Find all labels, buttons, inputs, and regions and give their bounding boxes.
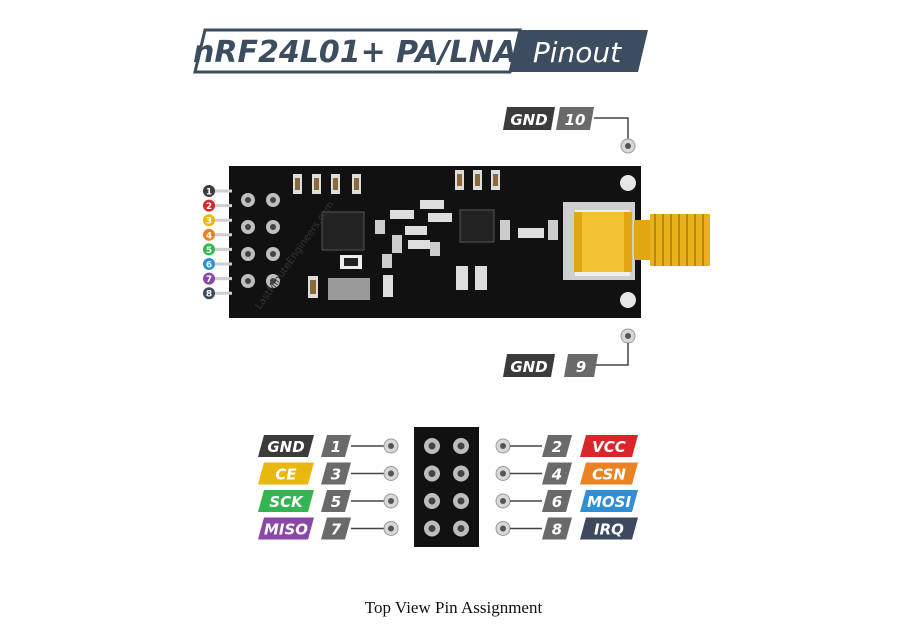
antenna-pin-9: GND 9 — [503, 328, 636, 377]
pin-name-label: GND — [267, 438, 304, 456]
mounting-hole-top — [620, 175, 636, 191]
pin-number-label: 3 — [331, 466, 341, 484]
antenna-pin-10-number: 10 — [565, 111, 586, 129]
edge-pin-1: 1 — [203, 185, 232, 198]
edge-pin-5: 5 — [203, 243, 232, 256]
edge-pin-number: 2 — [206, 202, 212, 212]
header-pin-8: 8 IRQ — [495, 517, 638, 540]
pin-number-label: 5 — [331, 493, 341, 511]
caption: Top View Pin Assignment — [364, 598, 543, 617]
pin-name-label: SCK — [269, 493, 304, 511]
pcb-pin-pads — [241, 193, 280, 288]
header-pin-3: CE 3 — [258, 462, 399, 485]
pin-number-label: 8 — [552, 521, 562, 539]
pin-name-label: CE — [275, 466, 297, 484]
edge-pin-8: 8 — [203, 287, 232, 300]
title-tag: Pinout — [533, 36, 622, 69]
pin-number-label: 6 — [552, 493, 562, 511]
edge-pin-number: 5 — [206, 246, 212, 256]
edge-pin-6: 6 — [203, 258, 232, 271]
mounting-hole-bottom — [620, 292, 636, 308]
edge-pin-number: 3 — [206, 217, 212, 227]
edge-pin-number: 8 — [206, 290, 212, 300]
pin-number-label: 7 — [331, 521, 342, 539]
antenna-pin-9-number: 9 — [576, 358, 586, 376]
header-pins-right: 2 VCC 4 CSN 6 MOSI 8 IRQ — [495, 435, 638, 540]
antenna-pin-10-name: GND — [510, 111, 547, 129]
header-pin-1: GND 1 — [258, 435, 399, 457]
header-pin-7: MISO 7 — [258, 517, 399, 540]
edge-pin-number: 6 — [206, 261, 212, 271]
pin-name-label: IRQ — [594, 521, 624, 539]
header-pin-5: SCK 5 — [258, 490, 399, 512]
pin-name-label: MOSI — [587, 493, 631, 511]
sma-antenna-connector — [563, 202, 710, 280]
header-pin-6: 6 MOSI — [495, 490, 638, 512]
pcb-components — [293, 170, 558, 300]
edge-pin-3: 3 — [203, 214, 232, 227]
edge-pin-4: 4 — [203, 228, 232, 241]
title-main: nRF24L01+ PA/LNA — [193, 35, 517, 70]
edge-pin-2: 2 — [203, 199, 232, 212]
edge-pin-number: 7 — [206, 275, 212, 285]
header-pin-2: 2 VCC — [495, 435, 638, 457]
edge-pin-7: 7 — [203, 272, 232, 285]
pin-header — [414, 427, 479, 547]
pin-number-label: 2 — [552, 438, 562, 456]
pin-name-label: VCC — [592, 438, 626, 456]
pcb-module: LastMinuteEngineers.com — [229, 166, 710, 318]
antenna-pin-10: GND 10 — [503, 107, 636, 154]
edge-pin-number: 1 — [206, 188, 212, 198]
edge-pin-number: 4 — [206, 231, 212, 241]
pin-name-label: CSN — [592, 466, 626, 484]
pin-name-label: MISO — [264, 521, 308, 539]
pin-number-label: 4 — [551, 466, 562, 484]
header-pin-4: 4 CSN — [495, 462, 638, 485]
antenna-pin-9-name: GND — [510, 358, 547, 376]
edge-pin-list: 1 2 3 4 5 6 7 8 — [203, 185, 232, 300]
pin-number-label: 1 — [331, 438, 341, 456]
title-banner: nRF24L01+ PA/LNA Pinout — [193, 28, 648, 74]
